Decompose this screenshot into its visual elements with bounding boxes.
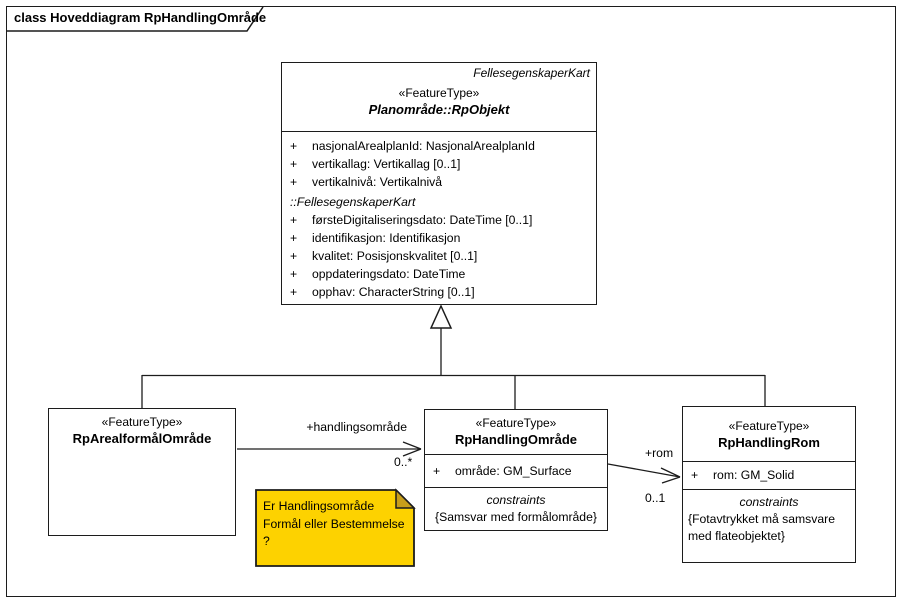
note-fold-corner-icon [395,488,416,509]
visibility-sign: + [290,231,298,245]
visibility-sign: + [290,139,298,153]
attribute-text: nasjonalArealplanId: NasjonalArealplanId [312,139,535,153]
constraints-compartment: constraints {Fotavtrykket må samsvare me… [683,489,855,544]
stereotype-label: «FeatureType» [398,86,480,100]
attribute-row: + førsteDigitaliseringsdato: DateTime [0.… [282,211,596,229]
class-box-rparealformalomrade[interactable]: «FeatureType» RpArealformålOmråde [48,408,236,536]
note-body [255,489,415,567]
attribute-text: identifikasjon: Identifikasjon [312,231,461,245]
stereotype-label: «FeatureType» [475,416,557,430]
association-handlingsomrade-arrow-icon [402,441,422,457]
attribute-row: + oppdateringsdato: DateTime [282,265,596,283]
constraint-text: {Fotavtrykket må samsvare [688,512,835,526]
association-rom-line [607,463,681,478]
class-name: RpHandlingOmråde [454,432,578,447]
attribute-text: vertikallag: Vertikallag [0..1] [312,157,461,171]
attribute-text: oppdateringsdato: DateTime [312,267,466,281]
attribute-row: + nasjonalArealplanId: NasjonalArealplanI… [282,137,596,155]
diagram-frame-border [6,6,896,597]
attribute-row: + rom: GM_Solid [683,466,855,484]
class-name: Planområde::RpObjekt [368,102,510,117]
constraints-heading: constraints [739,495,799,509]
note-line: ? [263,534,270,548]
note-line: Formål eller Bestemmelse [263,516,405,531]
class-header-rparealformalomrade: «FeatureType» RpArealformålOmråde [49,409,235,447]
stereotype-label: «FeatureType» [101,415,183,429]
attributes-compartment: + nasjonalArealplanId: NasjonalArealplanI… [282,131,596,304]
visibility-sign: + [290,157,298,171]
stereotype-label: «FeatureType» [728,419,810,433]
attribute-row: + vertikallag: Vertikallag [0..1] [282,155,596,173]
constraints-heading: constraints [486,493,546,507]
attribute-text: kvalitet: Posisjonskvalitet [0..1] [312,249,478,263]
visibility-sign: + [290,267,298,281]
visibility-sign: + [290,285,298,299]
attribute-text: opphav: CharacterString [0..1] [312,285,475,299]
attribute-text: førsteDigitaliseringsdato: DateTime [0..… [312,213,533,227]
attribute-text: vertikalnivå: Vertikalnivå [312,175,443,189]
class-header-rpobjekt: FellesegenskaperKart «FeatureType» Plano… [282,63,596,131]
association-rom-arrow-icon [660,467,681,484]
attributes-compartment: + rom: GM_Solid [683,461,855,489]
attribute-row: + område: GM_Surface [425,462,607,480]
class-box-rpobjekt[interactable]: FellesegenskaperKart «FeatureType» Plano… [281,62,597,305]
attribute-text: rom: GM_Solid [713,468,795,482]
attribute-row: + opphav: CharacterString [0..1] [282,283,596,301]
visibility-sign: + [290,249,298,263]
diagram-title: class Hoveddiagram RpHandlingOmråde [14,10,267,25]
association-multiplicity-rom: 0..1 [645,491,666,505]
attribute-row: + kvalitet: Posisjonskvalitet [0..1] [282,247,596,265]
inherited-section-header: ::FellesegenskaperKart [282,191,596,211]
attributes-compartment: + område: GM_Surface [425,454,607,487]
attribute-text: ::FellesegenskaperKart [290,195,416,209]
class-header-rphandlingomrade: «FeatureType» RpHandlingOmråde [425,410,607,454]
association-role-rom: +rom [645,446,674,460]
note-shape[interactable] [255,488,416,567]
visibility-sign: + [691,468,699,482]
generalization-triangle-icon [429,304,453,329]
visibility-sign: + [433,464,441,478]
note-line: Er Handlingsområde [263,499,375,513]
association-role-handlingsomrade: +handlingsområde [306,420,407,434]
constraint-text: {Samsvar med formålområde} [435,510,597,524]
note-text: Er Handlingsområde Formål eller Bestemme… [263,498,411,551]
constraint-text: med flateobjektet} [688,528,785,543]
attribute-row: + vertikalnivå: Vertikalnivå [282,173,596,191]
class-header-rphandlingrom: «FeatureType» RpHandlingRom [683,407,855,461]
class-box-rphandlingomrade[interactable]: «FeatureType» RpHandlingOmråde + område: … [424,409,608,531]
attribute-text: område: GM_Surface [455,464,572,478]
class-box-rphandlingrom[interactable]: «FeatureType» RpHandlingRom + rom: GM_Sol… [682,406,856,563]
association-multiplicity-handlingsomrade: 0..* [394,455,413,469]
visibility-sign: + [290,213,298,227]
visibility-sign: + [290,175,298,189]
attribute-row: + identifikasjon: Identifikasjon [282,229,596,247]
package-label: FellesegenskaperKart [473,66,590,80]
class-name: RpArealformålOmråde [72,431,212,446]
class-name: RpHandlingRom [718,435,820,450]
frame-tab-outline [6,6,264,32]
constraints-compartment: constraints {Samsvar med formålområde} [425,487,607,526]
